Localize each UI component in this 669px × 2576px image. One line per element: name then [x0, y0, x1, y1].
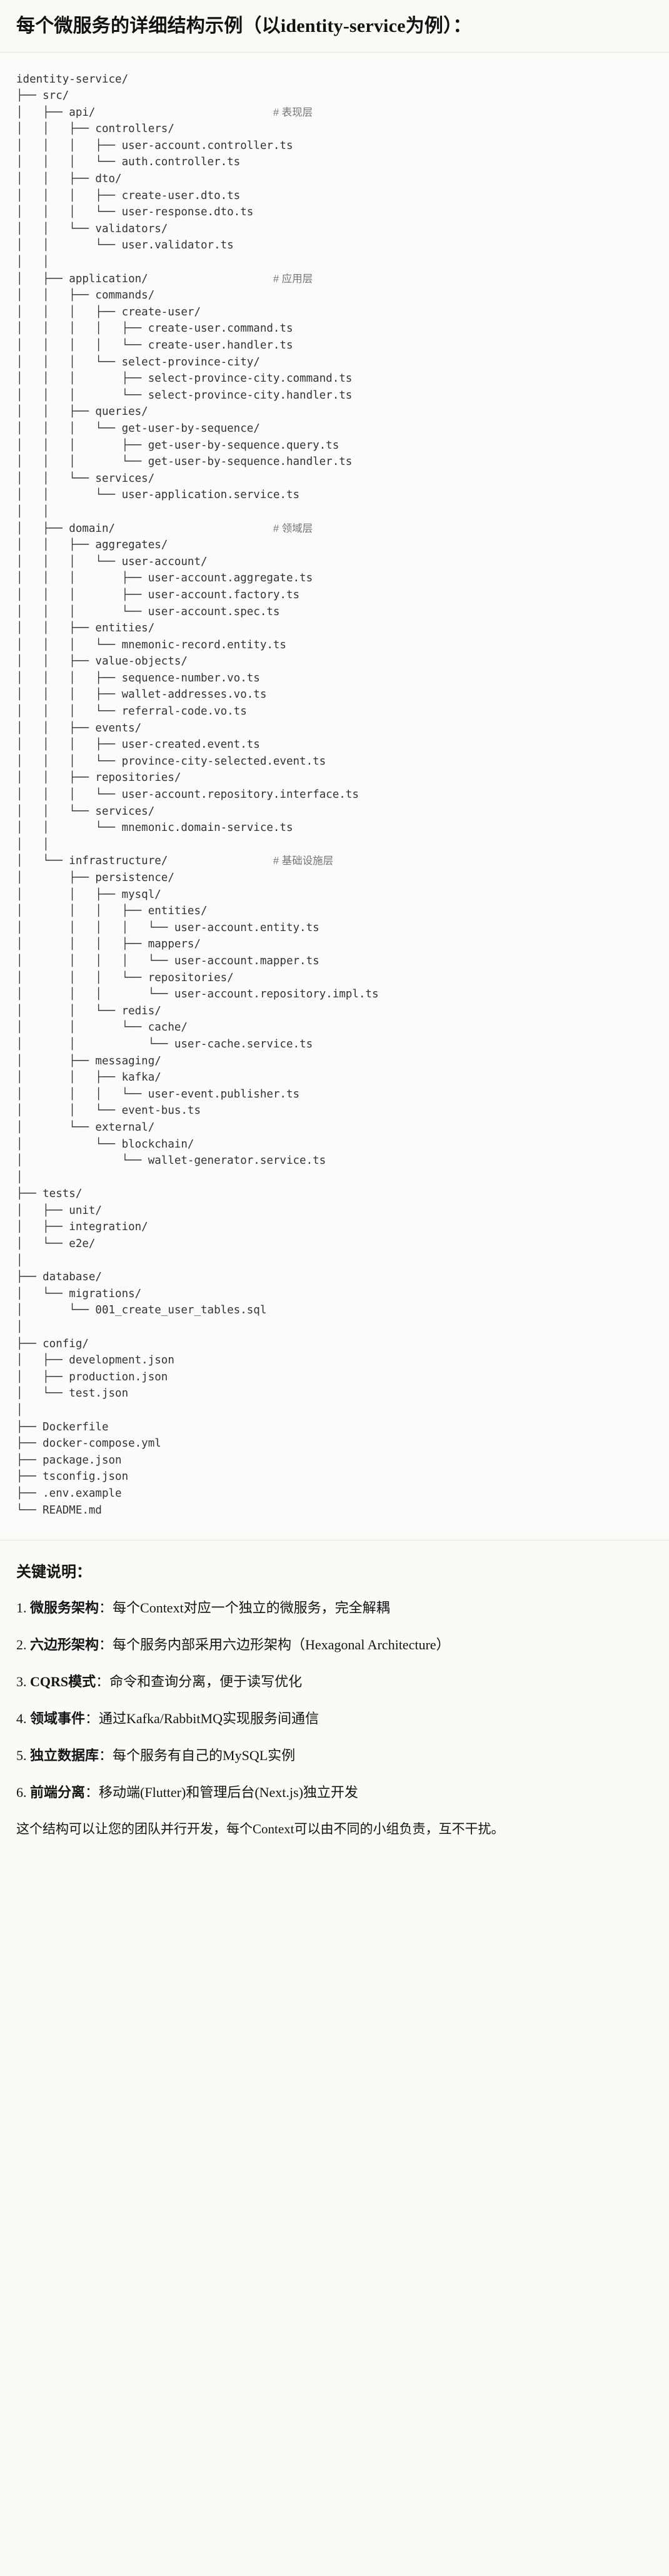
document-header: 每个微服务的详细结构示例（以identity-service为例）： [0, 0, 669, 53]
note-desc: ：每个服务有自己的MySQL实例 [99, 1748, 296, 1764]
list-item: 领域事件：通过Kafka/RabbitMQ实现服务间通信 [16, 1708, 653, 1729]
directory-tree: identity-service/ ├── src/ │ ├── api/ # … [16, 73, 379, 1517]
note-desc: ：命令和查询分离，便于读写优化 [96, 1674, 303, 1690]
key-notes-heading: 关键说明： [16, 1564, 91, 1581]
tree-layer-comment: # 基础设施层 [273, 855, 334, 867]
note-desc: ：移动端(Flutter)和管理后台(Next.js)独立开发 [85, 1784, 358, 1801]
note-term: 独立数据库 [30, 1748, 99, 1764]
note-desc: ：每个Context对应一个独立的微服务，完全解耦 [99, 1600, 390, 1616]
page-title: 每个微服务的详细结构示例（以identity-service为例）： [16, 16, 472, 36]
note-term: 微服务架构 [30, 1600, 99, 1616]
tree-layer-comment: # 表现层 [273, 106, 313, 118]
note-term: CQRS模式 [30, 1674, 96, 1690]
key-notes-section: 关键说明： 微服务架构：每个Context对应一个独立的微服务，完全解耦 六边形… [0, 1540, 669, 1861]
tree-layer-comment: # 领域层 [273, 522, 313, 534]
note-desc: ：每个服务内部采用六边形架构（Hexagonal Architecture） [99, 1637, 450, 1653]
note-term: 前端分离 [30, 1784, 86, 1801]
list-item: 独立数据库：每个服务有自己的MySQL实例 [16, 1745, 653, 1766]
directory-tree-block: identity-service/ ├── src/ │ ├── api/ # … [0, 52, 669, 1541]
list-item: 微服务架构：每个Context对应一个独立的微服务，完全解耦 [16, 1597, 653, 1618]
key-notes-list: 微服务架构：每个Context对应一个独立的微服务，完全解耦 六边形架构：每个服… [16, 1597, 653, 1803]
document-page: 每个微服务的详细结构示例（以identity-service为例）： ident… [0, 0, 669, 1861]
list-item: CQRS模式：命令和查询分离，便于读写优化 [16, 1671, 653, 1692]
note-desc: ：通过Kafka/RabbitMQ实现服务间通信 [85, 1711, 319, 1727]
note-term: 六边形架构 [30, 1637, 99, 1653]
list-item: 六边形架构：每个服务内部采用六边形架构（Hexagonal Architectu… [16, 1634, 653, 1655]
closing-paragraph: 这个结构可以让您的团队并行开发，每个Context可以由不同的小组负责，互不干扰… [16, 1821, 505, 1837]
list-item: 前端分离：移动端(Flutter)和管理后台(Next.js)独立开发 [16, 1782, 653, 1803]
note-term: 领域事件 [30, 1711, 86, 1727]
tree-layer-comment: # 应用层 [273, 273, 313, 285]
